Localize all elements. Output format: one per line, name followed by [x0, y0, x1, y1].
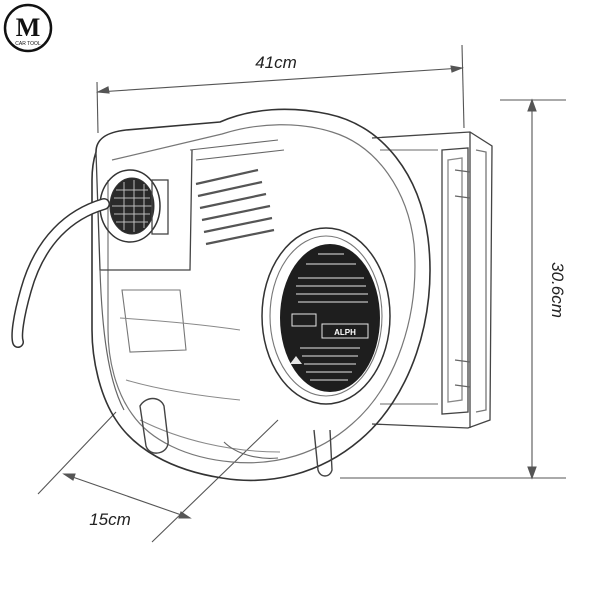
width-label: 41cm: [255, 53, 297, 72]
warning-icon: [290, 356, 302, 364]
depth-dimension: [37, 411, 279, 543]
logo-letter: M: [16, 13, 41, 42]
width-dimension: [96, 44, 465, 134]
drum-brand-label: ALPH: [334, 328, 356, 337]
reel-housing: [91, 108, 431, 482]
drum-face: ALPH: [261, 227, 391, 405]
hose-guide: [99, 169, 169, 243]
hose: [11, 198, 110, 348]
depth-label: 15cm: [89, 510, 131, 529]
logo-subtext: CAR TOOL: [15, 41, 41, 47]
height-label: 30.6cm: [548, 262, 567, 318]
height-dimension: [340, 98, 566, 480]
brand-logo: M CAR TOOL: [3, 3, 53, 53]
